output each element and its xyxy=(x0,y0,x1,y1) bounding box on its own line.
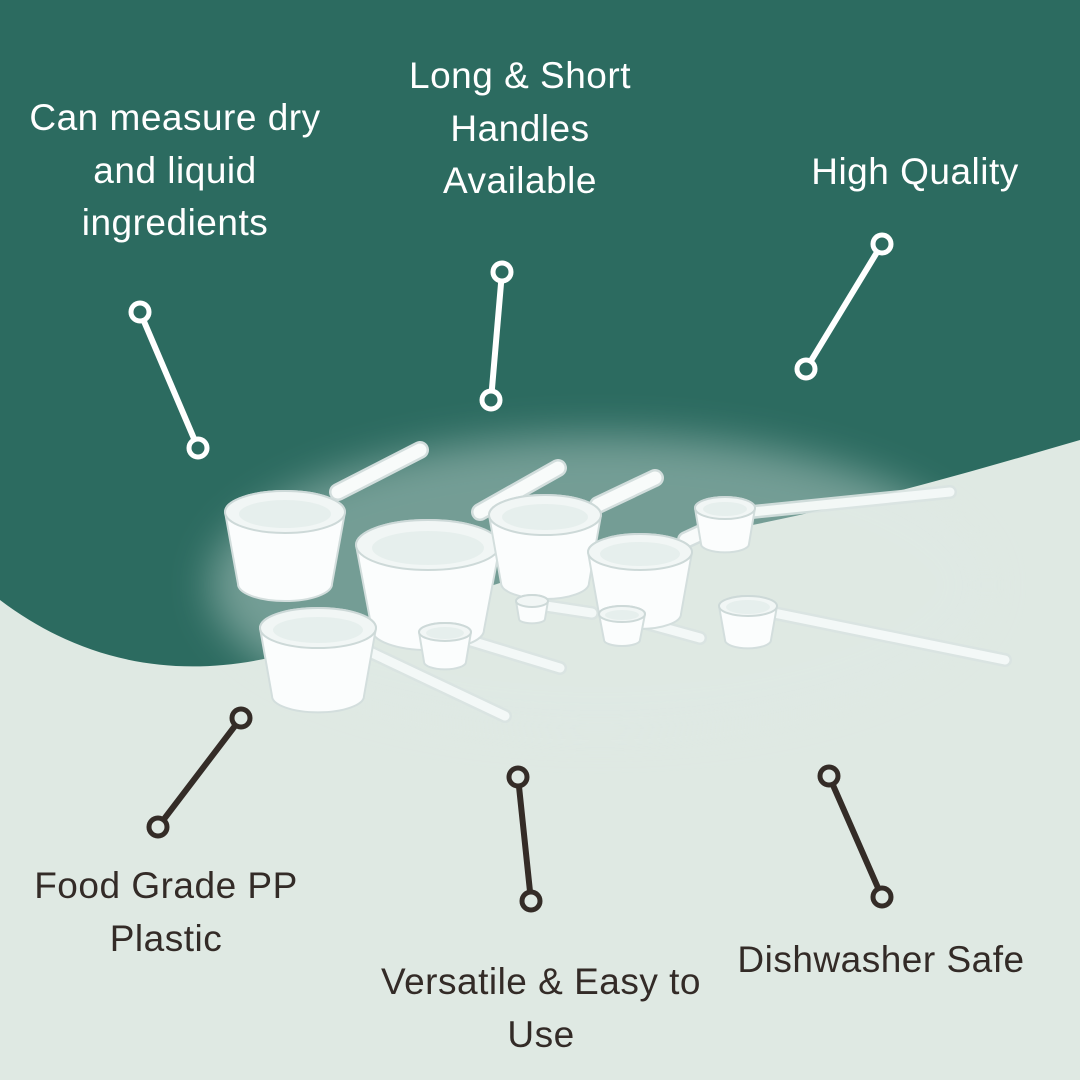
callout-high-quality: High Quality xyxy=(811,151,1019,192)
connector-pin-measure xyxy=(128,300,210,460)
scoop-spoon-9 xyxy=(597,605,647,647)
scoop-cup-large-1 xyxy=(223,490,347,602)
callout-can-measure: Can measure dry and liquid ingredients xyxy=(29,97,321,244)
callout-dishwasher-safe: Dishwasher Safe xyxy=(737,939,1025,980)
scoop-spoon-8 xyxy=(514,594,550,625)
callout-food-grade: Food Grade PP Plastic xyxy=(34,865,298,959)
connector-pin-food-grade xyxy=(146,706,253,839)
scoop-cup-4 xyxy=(586,533,694,630)
scoop-cup-6 xyxy=(258,607,378,714)
scoop-spoon-10 xyxy=(717,595,779,650)
connector-pin-quality xyxy=(794,232,894,381)
callout-handles: Long & Short Handles Available xyxy=(409,55,631,202)
scoop-short-handles xyxy=(329,441,747,675)
connector-pin-handles xyxy=(479,260,514,412)
connector-pin-versatile xyxy=(506,765,543,913)
scoop-small-5 xyxy=(693,496,757,554)
scoop-cup-3 xyxy=(487,494,603,600)
connector-pin-dishwasher xyxy=(817,764,894,909)
callout-versatile: Versatile & Easy to Use xyxy=(380,961,702,1055)
scoop-long-handles xyxy=(363,485,1012,723)
scoop-spoon-7 xyxy=(417,622,473,671)
scoop-cup-large-2 xyxy=(354,519,502,651)
